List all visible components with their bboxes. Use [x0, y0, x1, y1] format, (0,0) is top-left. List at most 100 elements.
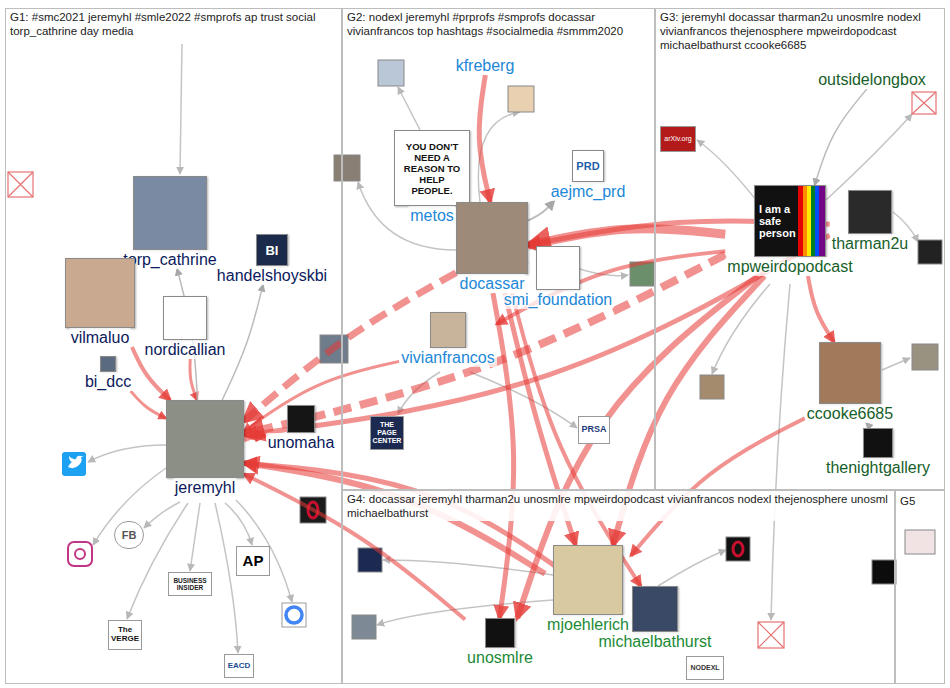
vertex-label: outsidelongbox	[816, 70, 928, 89]
vertex-node: kfreberg	[454, 56, 517, 75]
avatar-thumbnail	[905, 530, 935, 554]
edge-arrow	[493, 293, 514, 618]
vertex-node: vilmaluo	[65, 258, 135, 347]
avatar-thumbnail	[918, 240, 942, 264]
avatar-thumbnail	[508, 86, 534, 112]
vertex-label: jeremyhl	[173, 478, 237, 497]
edge-arrow	[517, 276, 758, 618]
avatar-image	[553, 545, 623, 615]
minor-edge	[127, 503, 188, 619]
group-panel: G4: docassar jeremyhl tharman2u unosmlre…	[342, 490, 895, 684]
avatar-image	[632, 586, 678, 632]
logo-text: NODEXL	[690, 664, 719, 672]
broken-image-box	[8, 172, 33, 197]
logo-icon: PRSA	[578, 416, 610, 444]
avatar-thumbnail	[352, 615, 376, 639]
avatar-thumbnails	[300, 60, 942, 639]
vertex-label: thenightgallery	[824, 458, 932, 477]
logo-icon: arXiv.org	[660, 126, 696, 152]
avatar-image	[163, 296, 207, 340]
logo-icon: NODEXL	[686, 656, 724, 680]
logo-icon: THE PAGE CENTER	[370, 416, 404, 450]
vertex-label: mpweirdopodcast	[725, 257, 854, 276]
vertex-label: torp_cathrine	[121, 250, 218, 269]
edge-arrow	[631, 418, 805, 555]
unlabeled-vertices	[8, 60, 942, 648]
minor-edge	[771, 284, 790, 620]
logo-text: BUSINESS INSIDER	[169, 577, 211, 591]
instagram-icon	[68, 542, 92, 566]
vertex-node: PRD aejmc_prd	[549, 150, 628, 201]
broken-image-cross	[8, 172, 33, 197]
vertex-label: nordicallian	[143, 340, 228, 359]
logo-mark	[733, 542, 743, 556]
avatar-thumbnail	[912, 344, 938, 370]
logo-text: The VERGE	[109, 626, 141, 644]
vertex-node: mjoehlerich	[545, 545, 631, 634]
group-heading: G2: nodexl jeremyhl #prprofs #smprofs do…	[343, 9, 654, 39]
vertex-label: bi_dcc	[83, 372, 133, 391]
vertex-node: unomaha	[266, 405, 337, 452]
vertex-label: metos	[408, 206, 456, 225]
vertex-node: I am a safe person mpweirdopodcast	[725, 185, 854, 276]
avatar-image	[536, 246, 580, 290]
avatar-image	[485, 618, 515, 648]
vertex-node: smi_foundation	[502, 246, 615, 309]
minor-edges	[88, 44, 918, 653]
broken-image	[8, 92, 936, 648]
broken-image-cross	[912, 92, 936, 114]
avatar-text: YOU DON'T NEED A REASON TO HELP PEOPLE.	[398, 141, 466, 196]
avatar-thumbnail	[378, 60, 404, 86]
logo-text: arXiv.org	[664, 135, 692, 143]
logo-icon: The VERGE	[108, 620, 142, 650]
avatar-image	[430, 312, 466, 348]
avatar-image	[65, 258, 135, 328]
vertex-label: aejmc_prd	[549, 182, 628, 201]
vertex-label: tharman2u	[830, 234, 911, 253]
minor-edge	[93, 468, 166, 545]
avatar-image	[287, 405, 315, 433]
avatar-thumbnail	[872, 560, 896, 584]
edge-arrow	[815, 89, 867, 185]
broken-image-box	[912, 92, 936, 114]
avatar-image: BI	[256, 234, 288, 266]
vertex-node: unosmlre	[465, 618, 535, 667]
twitter-icon	[62, 452, 86, 476]
edge-arrow	[479, 75, 490, 202]
vertex-node: ccooke6685	[805, 342, 895, 423]
avatar-text: BI	[265, 243, 278, 258]
logo-icon: EACD	[224, 654, 254, 678]
minor-edge	[190, 503, 200, 571]
minor-edge	[398, 87, 420, 130]
avatar-image: I am a safe person	[754, 185, 826, 257]
avatar-text: I am a safe person	[759, 203, 801, 239]
minor-edge	[697, 140, 760, 205]
vertex-node: outsidelongbox	[816, 70, 928, 89]
avatar-text: PRD	[576, 160, 599, 172]
vertex-label: vilmaluo	[69, 328, 132, 347]
vertex-label: ccooke6685	[805, 404, 895, 423]
bird-symbol	[68, 456, 84, 468]
avatar-thumbnail	[726, 537, 750, 561]
edge-arrow	[244, 273, 456, 421]
avatar-image	[456, 202, 528, 274]
minor-edge	[88, 445, 166, 462]
logo-text: EACD	[228, 662, 251, 671]
avatar-image	[166, 400, 244, 478]
avatar-image	[819, 342, 881, 404]
vertex-label: kfreberg	[454, 56, 517, 75]
group-heading: G4: docassar jeremyhl tharman2u unosmlre…	[343, 491, 894, 521]
broken-image-cross	[758, 622, 784, 648]
avatar-image	[848, 190, 892, 234]
logo-text: FB	[122, 529, 137, 541]
group-heading: G3: jeremyhl docassar tharman2u unosmlre…	[656, 9, 944, 53]
group-heading: G5	[896, 493, 919, 509]
vertex-label: michaelbathurst	[597, 632, 714, 651]
avatar-image	[133, 176, 207, 250]
logo-icon: FB	[114, 521, 144, 549]
vertex-label: unomaha	[266, 433, 337, 452]
avatar-thumbnail	[334, 155, 360, 181]
edge-arrow	[244, 463, 597, 596]
